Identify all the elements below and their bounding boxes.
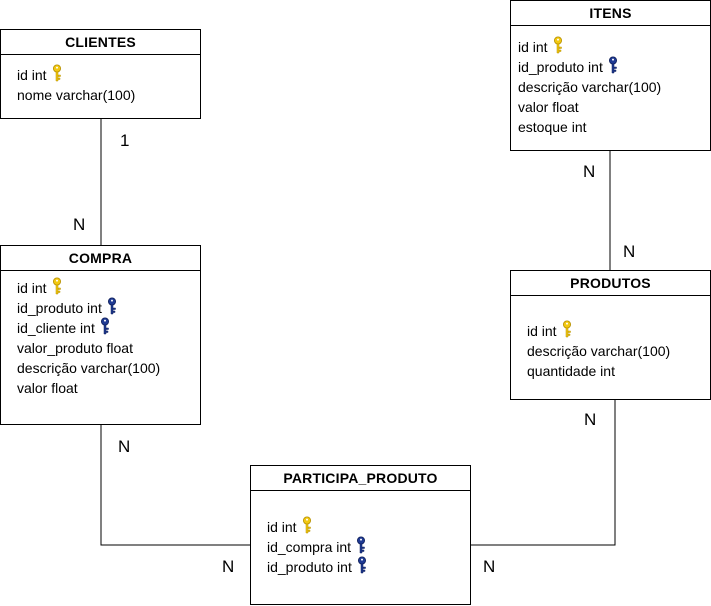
entity-produtos[interactable]: PRODUTOS id int descrição varchar(100) qua… xyxy=(510,270,711,400)
entity-clientes[interactable]: CLIENTES id int nome varchar(100) xyxy=(0,29,201,119)
field-label: id_produto int xyxy=(518,59,603,75)
foreign-key-icon xyxy=(608,56,618,79)
field-row: descrição varchar(100) xyxy=(518,77,661,97)
field-row: nome varchar(100) xyxy=(17,85,135,105)
field-label: descrição varchar(100) xyxy=(17,360,161,376)
foreign-key-icon xyxy=(107,297,117,320)
field-row: id_compra int xyxy=(267,536,367,559)
field-label: id int xyxy=(17,67,47,83)
field-row: id int xyxy=(527,320,670,343)
field-label: id int xyxy=(518,39,548,55)
field-row: estoque int xyxy=(518,117,661,137)
entity-title: COMPRA xyxy=(1,246,200,271)
cardinality-clientes-compra-bottom: N xyxy=(73,215,86,234)
field-label: id_compra int xyxy=(267,539,352,555)
line-compra-participa xyxy=(100,425,250,546)
foreign-key-icon xyxy=(100,317,110,340)
cardinality-produtos-participa-bottom: N xyxy=(483,557,496,576)
cardinality-produtos-participa-top: N xyxy=(584,410,597,429)
field-label: id int xyxy=(17,280,47,296)
field-row: quantidade int xyxy=(527,361,670,381)
field-row: descrição varchar(100) xyxy=(527,341,670,361)
field-row: id int xyxy=(17,64,135,87)
field-label: nome varchar(100) xyxy=(17,87,136,103)
field-row: id_produto int xyxy=(518,56,661,79)
entity-title: PARTICIPA_PRODUTO xyxy=(251,466,470,491)
entity-fields: id int id_produto int id_cliente int valor_… xyxy=(17,277,160,398)
field-label: id_produto int xyxy=(267,559,352,575)
primary-key-icon xyxy=(562,320,572,343)
field-row: valor float xyxy=(17,378,160,398)
field-row: id_cliente int xyxy=(17,317,160,340)
field-label: valor_produto float xyxy=(17,340,133,356)
primary-key-icon xyxy=(52,64,62,87)
entity-fields: id int descrição varchar(100) quantidade i… xyxy=(527,320,670,381)
field-row: valor float xyxy=(518,97,661,117)
field-label: estoque int xyxy=(518,119,587,135)
field-label: descrição varchar(100) xyxy=(527,343,671,359)
entity-participa-produto[interactable]: PARTICIPA_PRODUTO id int id_compra int id_… xyxy=(250,465,471,605)
line-produtos-participa xyxy=(471,400,616,546)
primary-key-icon xyxy=(553,36,563,59)
cardinality-compra-participa-bottom: N xyxy=(222,557,235,576)
primary-key-icon xyxy=(52,277,62,300)
entity-title: ITENS xyxy=(511,1,710,26)
field-label: valor float xyxy=(17,380,78,396)
entity-fields: id int id_produto int descrição varchar(10… xyxy=(518,36,661,137)
field-label: id int xyxy=(267,519,297,535)
field-row: id int xyxy=(17,277,160,300)
field-label: id_produto int xyxy=(17,300,102,316)
entity-title: PRODUTOS xyxy=(511,271,710,296)
entity-title: CLIENTES xyxy=(1,30,200,55)
field-row: id int xyxy=(267,516,367,539)
cardinality-itens-produtos-bottom: N xyxy=(623,242,636,261)
field-row: id_produto int xyxy=(17,297,160,320)
cardinality-compra-participa-top: N xyxy=(118,437,131,456)
entity-compra[interactable]: COMPRA id int id_produto int id_cliente in… xyxy=(0,245,201,425)
field-row: id_produto int xyxy=(267,556,367,579)
cardinality-clientes-compra-top: 1 xyxy=(120,131,130,150)
field-label: valor float xyxy=(518,99,579,115)
entity-fields: id int nome varchar(100) xyxy=(17,64,135,105)
field-row: id int xyxy=(518,36,661,59)
field-row: descrição varchar(100) xyxy=(17,358,160,378)
field-label: descrição varchar(100) xyxy=(518,79,662,95)
foreign-key-icon xyxy=(356,536,366,559)
field-label: id int xyxy=(527,323,557,339)
primary-key-icon xyxy=(302,516,312,539)
field-label: id_cliente int xyxy=(17,320,95,336)
field-row: valor_produto float xyxy=(17,338,160,358)
foreign-key-icon xyxy=(357,556,367,579)
entity-fields: id int id_compra int id_produto int xyxy=(267,516,367,579)
cardinality-itens-produtos-top: N xyxy=(583,162,596,181)
field-label: quantidade int xyxy=(527,363,615,379)
entity-itens[interactable]: ITENS id int id_produto int descrição varc… xyxy=(510,0,711,151)
